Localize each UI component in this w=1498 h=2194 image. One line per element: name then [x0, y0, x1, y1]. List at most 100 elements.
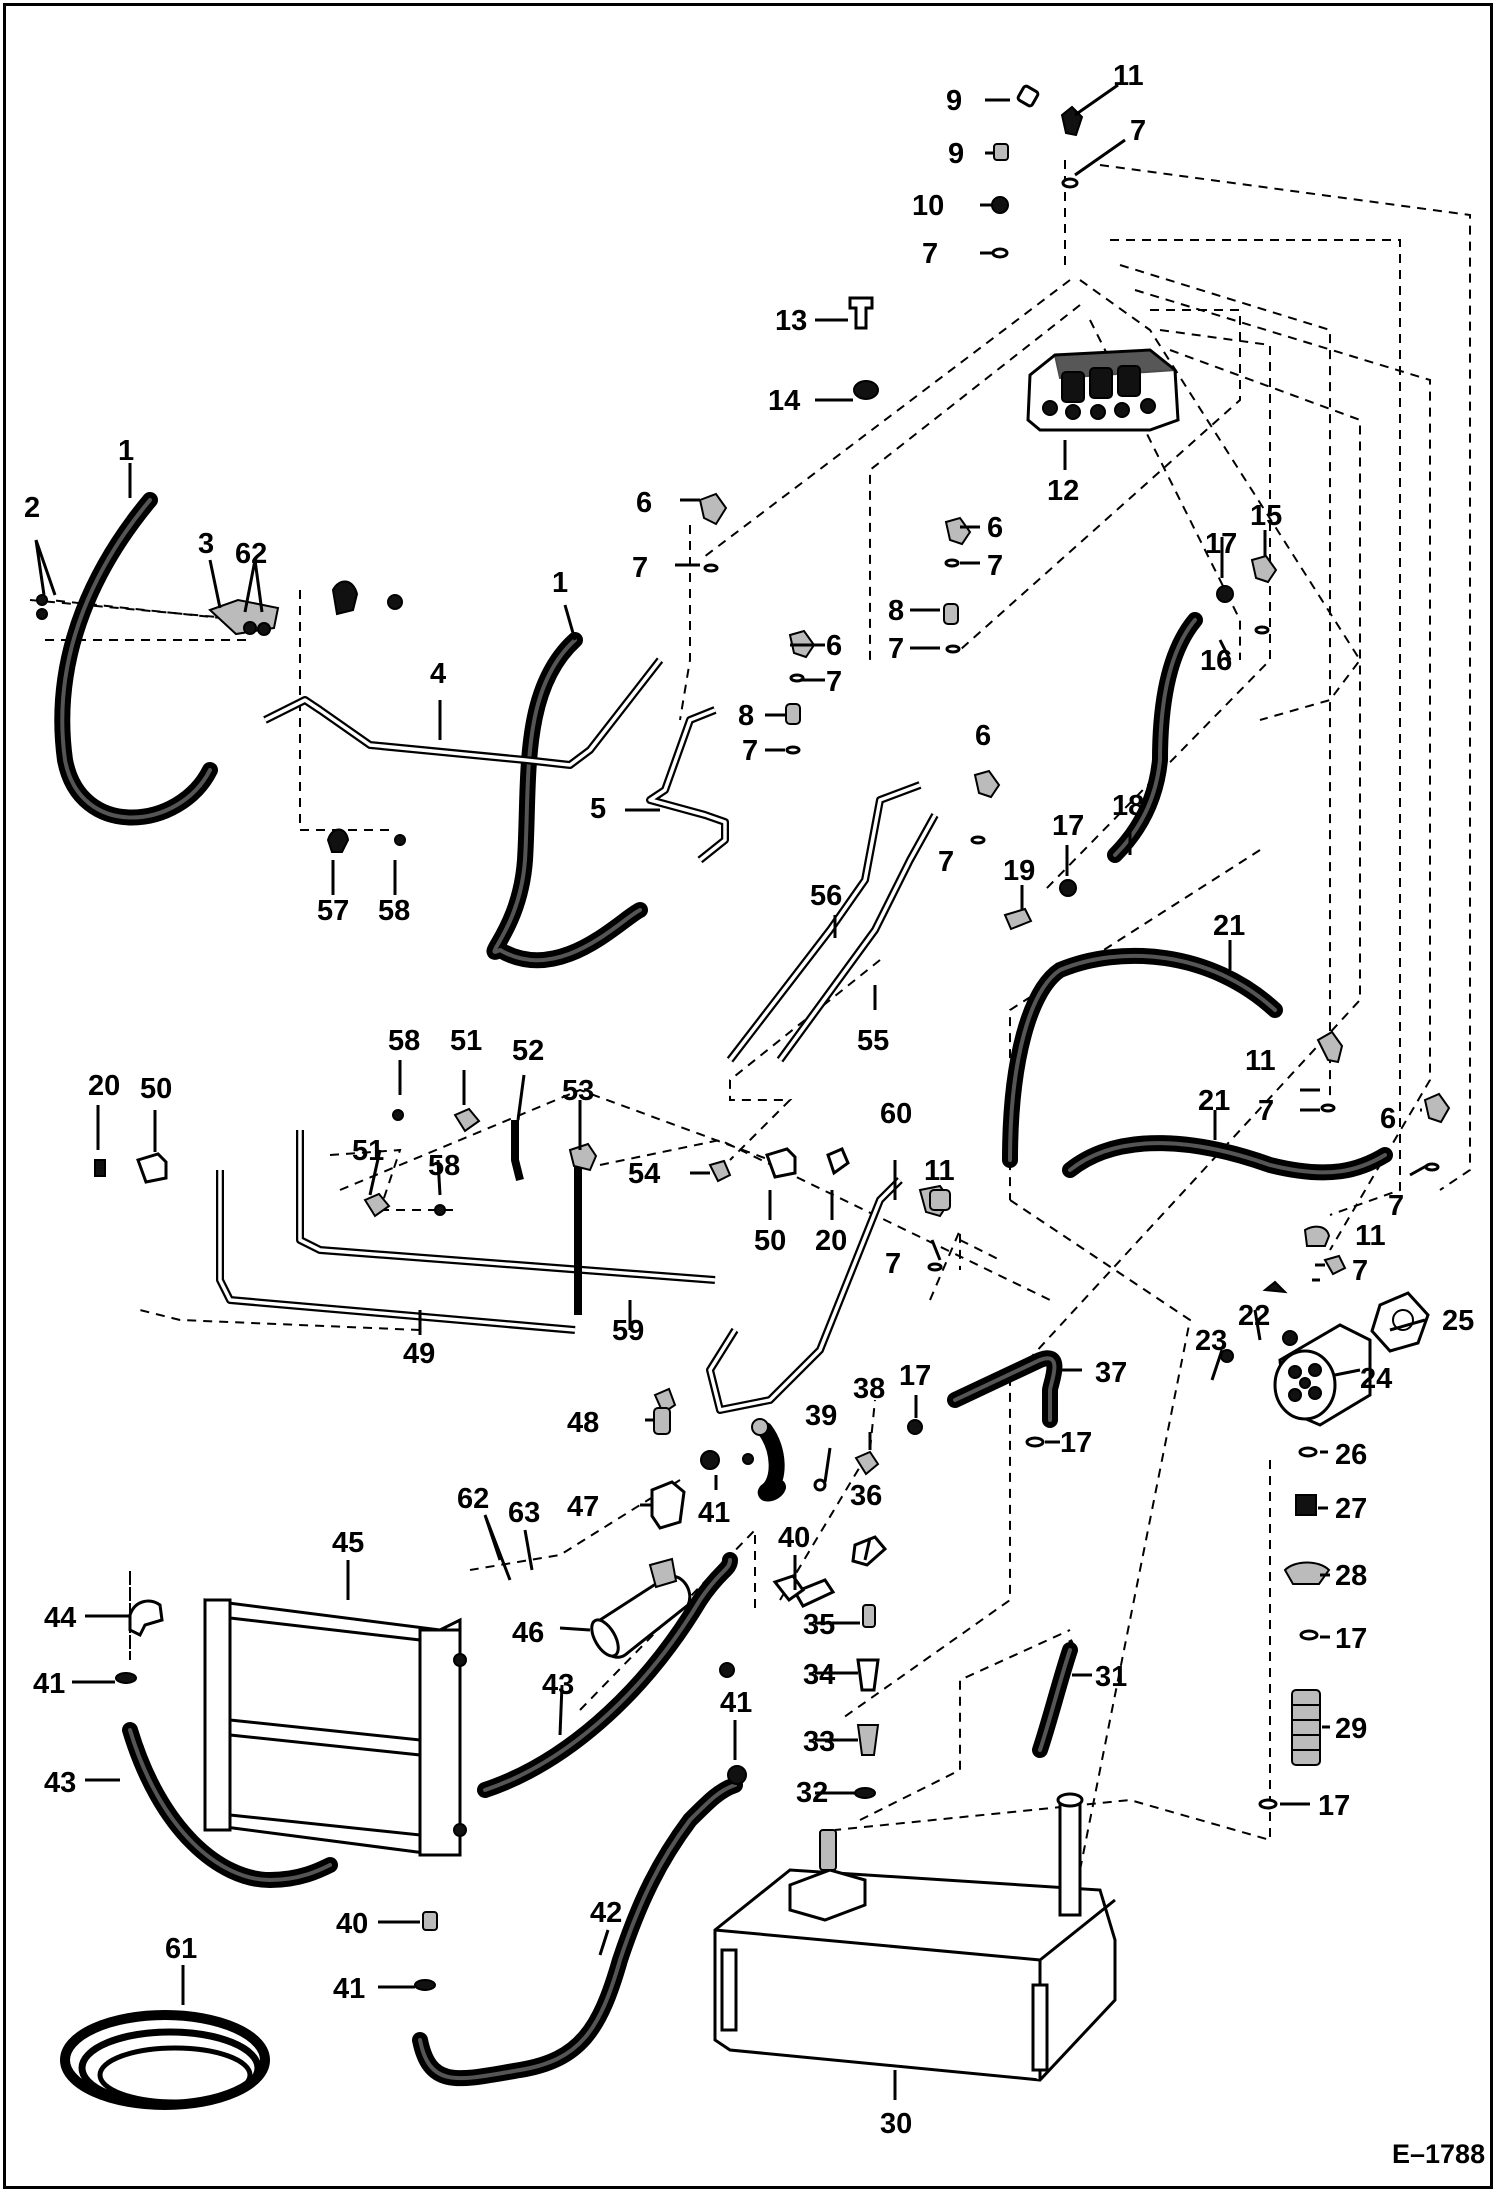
callout-label: 58: [378, 895, 410, 927]
callout-label: 15: [1250, 500, 1282, 532]
callout-label: 24: [1360, 1363, 1392, 1395]
callout-label: 9: [946, 85, 962, 117]
callout-label: 19: [1003, 855, 1035, 887]
callout-label: 11: [1245, 1045, 1276, 1077]
callout-label: 21: [1213, 910, 1245, 942]
callout-labels: 1 2 3 62 1 4 57 58 5 6 7 6 7 8 7 6 7 8 7…: [24, 60, 1474, 2140]
callout-label: 31: [1095, 1661, 1127, 1693]
callout-label: 35: [803, 1609, 835, 1641]
hose-21-upper: [1002, 947, 1283, 1168]
callout-label: 17: [899, 1360, 931, 1392]
callout-label: 55: [857, 1025, 889, 1057]
hydraulic-tank-30: [713, 1792, 1117, 2082]
callout-label: 7: [987, 550, 1003, 582]
coiled-hose-61: [60, 2010, 270, 2110]
callout-label: 41: [333, 1973, 365, 2005]
callout-label: 48: [567, 1407, 599, 1439]
callout-label: 18: [1112, 790, 1144, 822]
callout-label: 6: [636, 487, 652, 519]
pickup-tube-31: [1068, 1639, 1077, 1651]
callout-label: 7: [1388, 1190, 1404, 1222]
callout-label: 17: [1318, 1790, 1350, 1822]
callout-label: 11: [1355, 1220, 1386, 1252]
callout-label: 41: [720, 1687, 752, 1719]
fittings: [36, 84, 1451, 1415]
callout-label: 5: [590, 793, 606, 825]
filter-46: [590, 1407, 1045, 1799]
callout-label: 47: [567, 1491, 599, 1523]
hose-37: [947, 1350, 1063, 1428]
callout-label: 32: [796, 1777, 828, 1809]
callout-label: 57: [317, 895, 349, 927]
callout-label: 28: [1335, 1560, 1367, 1592]
callout-label: 8: [738, 700, 754, 732]
callout-label: 41: [698, 1497, 730, 1529]
callout-label: 4: [430, 658, 446, 690]
callout-label: 2: [24, 492, 40, 524]
callout-label: 41: [33, 1668, 65, 1700]
callout-label: 7: [742, 735, 758, 767]
callout-label: 52: [512, 1035, 544, 1067]
callout-label: 62: [235, 538, 267, 570]
callout-label: 42: [590, 1897, 622, 1929]
callout-label: 12: [1047, 475, 1079, 507]
callout-label: 8: [888, 595, 904, 627]
callout-label: 62: [457, 1483, 489, 1515]
callout-label: 17: [1060, 1427, 1092, 1459]
callout-label: 58: [428, 1150, 460, 1182]
callout-label: 7: [826, 666, 842, 698]
callout-label: 56: [810, 880, 842, 912]
figure-id: E–1788: [1392, 2139, 1485, 2169]
callout-label: 39: [805, 1400, 837, 1432]
hose-39: [757, 1422, 786, 1502]
callout-label: 1: [118, 435, 134, 467]
callout-label: 17: [1335, 1623, 1367, 1655]
connection-paths: [29, 160, 1471, 1871]
callout-label: 10: [912, 190, 944, 222]
callout-label: 7: [888, 633, 904, 665]
diagram-border: [3, 3, 1493, 2189]
callout-label: 51: [352, 1135, 384, 1167]
callout-label: 11: [924, 1155, 955, 1187]
callout-label: 49: [403, 1338, 435, 1370]
callout-label: 50: [140, 1073, 172, 1105]
callout-label: 37: [1095, 1357, 1127, 1389]
callout-label: 40: [336, 1908, 368, 1940]
callout-label: 11: [1113, 60, 1144, 92]
callout-label: 6: [975, 720, 991, 752]
callout-label: 7: [632, 552, 648, 584]
callout-label: 23: [1195, 1325, 1227, 1357]
callout-label: 22: [1238, 1300, 1270, 1332]
callout-label: 7: [922, 238, 938, 270]
callout-label: 58: [388, 1025, 420, 1057]
callout-label: 36: [850, 1480, 882, 1512]
callout-label: 7: [1130, 115, 1146, 147]
callout-label: 53: [562, 1075, 594, 1107]
callout-label: 60: [880, 1098, 912, 1130]
callout-label: 3: [198, 528, 214, 560]
callout-label: 9: [948, 138, 964, 170]
callout-label: 17: [1052, 810, 1084, 842]
callout-label: 38: [853, 1373, 885, 1405]
hoses: [54, 492, 1393, 2087]
callout-label: 6: [987, 512, 1003, 544]
callout-label: 59: [612, 1315, 644, 1347]
callout-label: 40: [778, 1522, 810, 1554]
hydraulic-motor-24: [1273, 1291, 1430, 1427]
callout-label: 7: [938, 846, 954, 878]
oil-cooler-45: [115, 1574, 806, 1991]
callout-label: 6: [1380, 1103, 1396, 1135]
callout-label: 44: [44, 1602, 76, 1634]
hose-1-left: [54, 492, 218, 826]
callout-label: 26: [1335, 1439, 1367, 1471]
callout-label: 25: [1442, 1305, 1474, 1337]
callout-label: 27: [1335, 1493, 1367, 1525]
callout-label: 29: [1335, 1713, 1367, 1745]
callout-label: 61: [165, 1933, 197, 1965]
callout-label: 7: [885, 1248, 901, 1280]
hose-42: [412, 1777, 743, 2087]
callout-label: 43: [44, 1767, 76, 1799]
callout-label: 14: [768, 385, 800, 417]
callout-label: 30: [880, 2108, 912, 2140]
